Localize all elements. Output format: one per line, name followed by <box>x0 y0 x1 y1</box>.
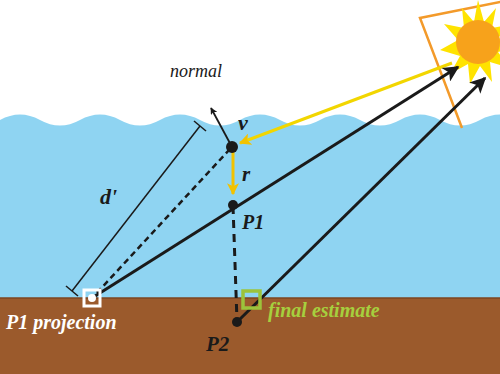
projection-marker <box>84 290 100 306</box>
projection-label: P1 projection <box>6 312 117 332</box>
estimate-marker <box>243 291 260 308</box>
dimension-tick <box>194 121 206 131</box>
point-p1 <box>228 200 238 210</box>
normal-label: normal <box>170 62 222 80</box>
point-label: v <box>238 112 248 134</box>
water <box>0 115 500 301</box>
vector-label: r <box>242 164 250 185</box>
dimension-tick <box>66 286 78 296</box>
ground-edge <box>0 297 500 299</box>
camera-ray <box>237 78 485 322</box>
sun <box>456 20 500 64</box>
dimension-line <box>72 126 200 291</box>
point-v <box>226 141 238 153</box>
projection-dot <box>88 294 96 302</box>
dashed-extension <box>233 206 237 321</box>
distance-label: d' <box>100 186 117 208</box>
point-label: P2 <box>206 334 229 355</box>
point-p2 <box>232 317 242 327</box>
light-ray <box>240 63 452 143</box>
normal-arrow <box>211 108 232 147</box>
estimate-label: final estimate <box>268 300 380 320</box>
camera-ray <box>92 67 458 298</box>
refracted-ray <box>232 150 235 194</box>
point-label: P1 <box>242 212 264 232</box>
